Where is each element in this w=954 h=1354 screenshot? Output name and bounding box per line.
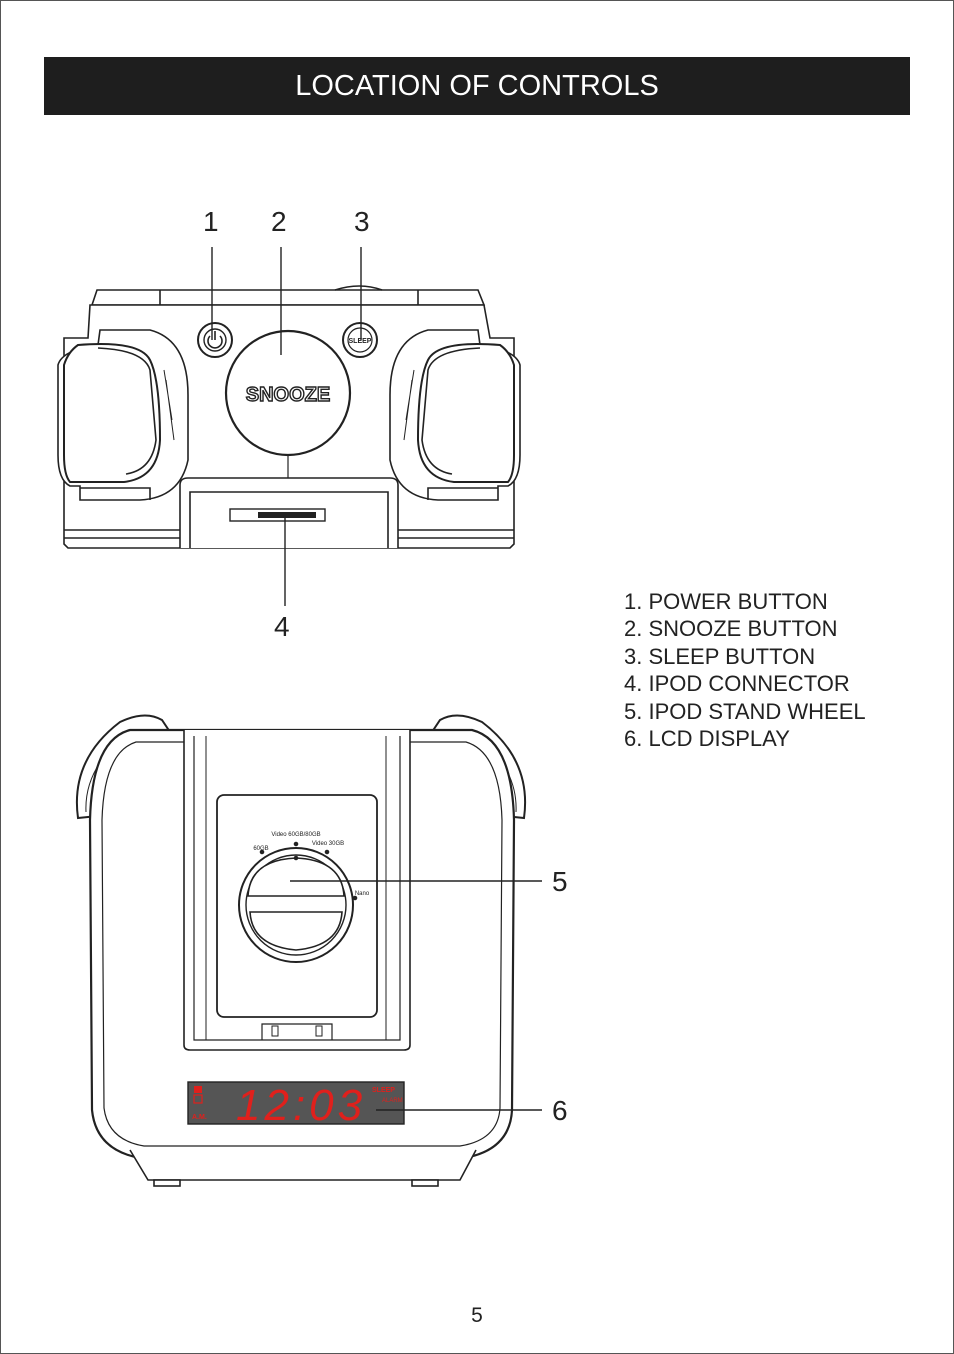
callout-6: 6 [552,1095,568,1126]
legend-item-snooze: 2. SNOOZE BUTTON [624,616,838,642]
lcd-time: 12:03 [236,1081,366,1130]
lcd-sleep-indicator: SLEEP [372,1087,395,1094]
lcd-display [187,1081,405,1125]
callout-3: 3 [354,206,370,237]
callout-1: 1 [203,206,219,237]
lcd-am-indicator: A.M. [192,1114,207,1121]
legend-item-sleep: 3. SLEEP BUTTON [624,643,816,669]
legend-item-ipod-connector: 4. IPOD CONNECTOR [624,671,850,697]
wheel-label-nano: Nano [355,891,370,897]
wheel-label-video-30: Video 30GB [312,841,344,847]
legend-item-power: 1. POWER BUTTON [624,589,828,614]
wheel-label-60gb: 60GB [253,846,268,852]
snooze-label: SNOOZE [246,384,330,406]
lcd-alarm-indicator: ALARM [382,1098,403,1104]
callout-2: 2 [271,206,287,237]
top-view-illustration [57,247,521,606]
sleep-label: SLEEP [349,338,372,345]
front-view-illustration [76,714,542,1187]
controls-legend: 1. POWER BUTTON 2. SNOOZE BUTTON 3. SLEE… [624,588,866,752]
callout-5: 5 [552,866,568,897]
section-title: LOCATION OF CONTROLS [44,57,910,115]
wheel-label-video-60-80: Video 60GB/80GB [271,832,320,838]
page-number: 5 [471,1304,483,1327]
legend-item-lcd: 6. LCD DISPLAY [624,726,790,752]
callout-4: 4 [274,611,290,642]
legend-item-stand-wheel: 5. IPOD STAND WHEEL [624,698,866,724]
